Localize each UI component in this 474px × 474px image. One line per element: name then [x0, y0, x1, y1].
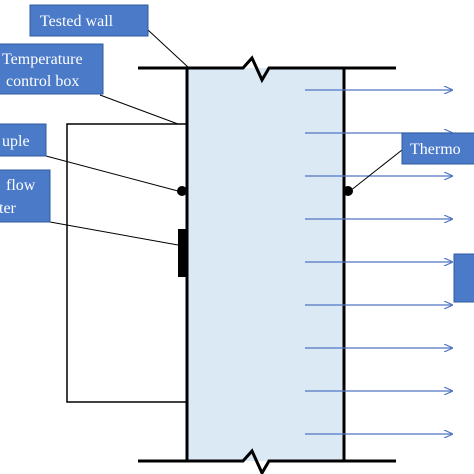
heat-flow-arrows — [305, 90, 452, 434]
label-thermocouple-left: uple — [0, 123, 47, 157]
svg-text:control box: control box — [6, 73, 79, 90]
leader-heat-flow-meter — [49, 221, 179, 246]
bottom-break-line — [138, 448, 396, 474]
label-temperature-control-box: Temperature control box — [0, 43, 104, 95]
svg-text:Tested wall: Tested wall — [40, 13, 114, 30]
thermocouple-right-dot — [343, 186, 353, 196]
heat-flow-meter — [178, 229, 187, 277]
leader-tested-wall — [147, 29, 190, 69]
svg-text:flow: flow — [6, 177, 36, 194]
label-thermocouple-right: Thermo — [401, 132, 474, 165]
tested-wall — [187, 68, 344, 461]
label-tested-wall: Tested wall — [29, 4, 149, 37]
svg-text:uple: uple — [2, 133, 30, 150]
svg-text:Thermo: Thermo — [410, 141, 461, 158]
label-box-cropped-right — [453, 253, 474, 303]
svg-text:Temperature: Temperature — [2, 51, 83, 68]
thermocouple-left-dot — [177, 186, 187, 196]
leader-thermocouple-left — [45, 155, 179, 192]
leader-thermocouple-right — [349, 149, 403, 192]
temperature-control-box — [66, 123, 187, 403]
top-break-line — [138, 55, 396, 84]
leader-temperature-box — [99, 94, 179, 125]
label-heat-flow-meter: flow ter — [0, 169, 51, 223]
svg-text:ter: ter — [0, 200, 17, 217]
